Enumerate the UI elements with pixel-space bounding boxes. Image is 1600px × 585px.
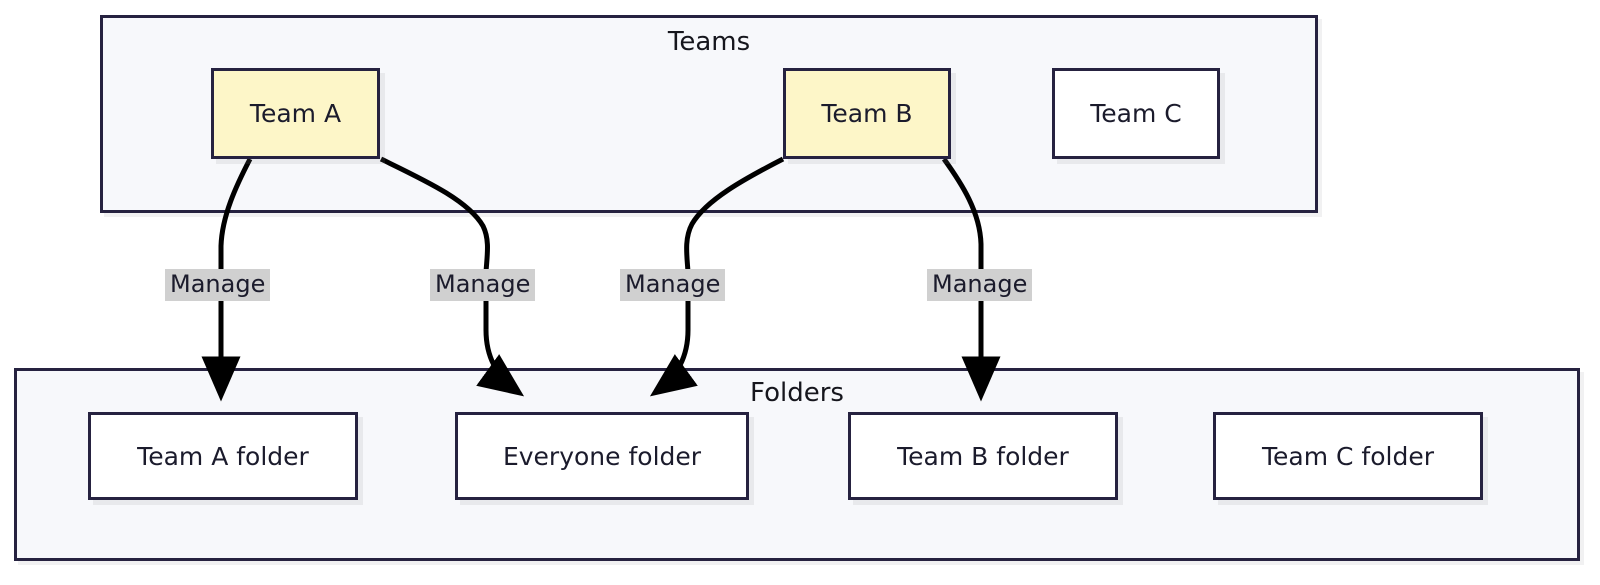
edge-team-a-to-team-a-folder: [201, 157, 253, 402]
node-team-a-label: Team A: [249, 99, 342, 128]
cluster-teams-title: Teams: [667, 27, 751, 57]
node-team-c-folder[interactable]: Team C folder: [1213, 412, 1483, 500]
node-team-a-folder-label: Team A folder: [137, 441, 309, 471]
edge-team-b-to-everyone-folder: [649, 156, 785, 397]
edge-team-b-to-team-b-folder: [941, 157, 1001, 402]
node-team-a[interactable]: Team A: [211, 68, 380, 159]
edge-label-team-b-to-team-b-folder: Manage: [927, 269, 1033, 301]
node-team-b-folder[interactable]: Team B folder: [848, 412, 1118, 500]
node-everyone-folder-label: Everyone folder: [502, 441, 702, 471]
node-team-b[interactable]: Team B: [783, 68, 951, 159]
edge-label-team-a-to-team-a-folder: Manage: [165, 269, 271, 301]
cluster-folders-title: Folders: [750, 378, 844, 408]
node-team-b-folder-label: Team B folder: [897, 441, 1069, 471]
node-team-c[interactable]: Team C: [1052, 68, 1220, 159]
node-team-c-label: Team C: [1090, 99, 1182, 128]
node-team-b-label: Team B: [821, 99, 913, 128]
edge-team-a-to-everyone-folder: [379, 156, 525, 397]
edge-label-team-b-to-everyone-folder: Manage: [620, 269, 726, 301]
node-team-a-folder[interactable]: Team A folder: [88, 412, 358, 500]
edge-label-team-a-to-everyone-folder: Manage: [430, 269, 536, 301]
node-everyone-folder[interactable]: Everyone folder: [455, 412, 749, 500]
node-team-c-folder-label: Team C folder: [1262, 441, 1434, 471]
